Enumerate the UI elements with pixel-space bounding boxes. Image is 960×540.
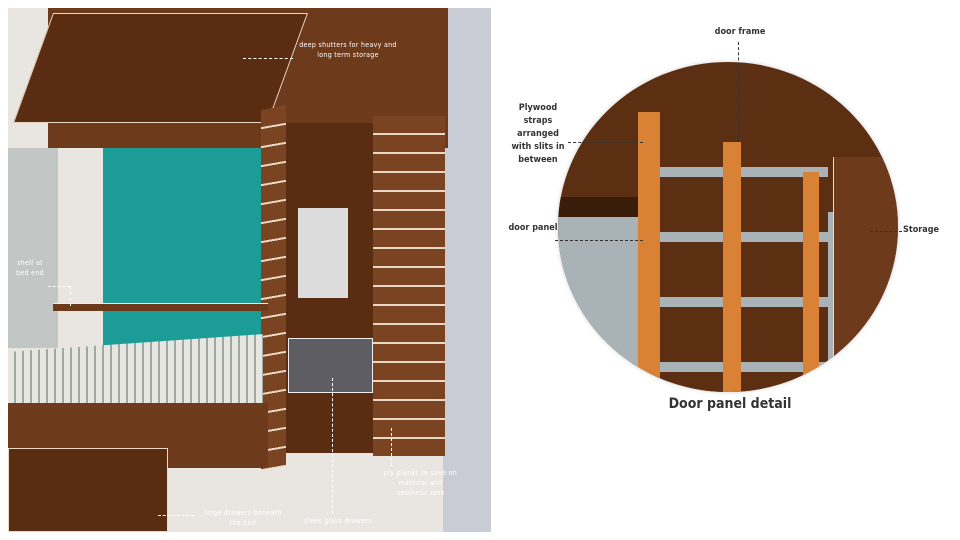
leader-line (332, 378, 333, 513)
door-frame-left (638, 112, 660, 392)
leader-line (70, 286, 71, 306)
door-frame-mid (723, 142, 741, 392)
ply-planks (373, 116, 445, 456)
bed-shelf (53, 303, 268, 311)
label-plywood: Plywood straps arranged with slits in be… (511, 103, 565, 165)
label-door-frame: door frame (714, 27, 766, 37)
label-door-panel: door panel (508, 223, 558, 233)
leader-line (568, 142, 643, 143)
door-frame-right (803, 172, 819, 392)
label-planks: ply planks to save on material and aesth… (383, 469, 458, 497)
pulled-drawer (8, 448, 168, 532)
label-glass: sleek glass drawers (304, 517, 372, 525)
wardrobe-render: deep shutters for heavy and long term st… (8, 8, 491, 532)
label-shelf: shelf at bed end (16, 259, 44, 277)
glass-drawers (288, 338, 373, 393)
detail-caption: Door panel detail (668, 396, 792, 412)
leader-line (870, 231, 902, 232)
door-detail-circle (558, 62, 898, 392)
leader-line (391, 428, 392, 466)
teal-wall (103, 143, 273, 348)
label-shutters: deep shutters for heavy and long term st… (299, 41, 397, 59)
window (8, 148, 58, 348)
leader-line (48, 286, 70, 287)
open-shutter (13, 13, 309, 123)
leader-line (243, 58, 293, 59)
storage-unit (833, 157, 898, 392)
hanging-clothes (298, 208, 348, 298)
label-storage: Storage (902, 225, 939, 235)
leader-line (555, 240, 643, 241)
side-wall (443, 8, 491, 532)
leader-line (738, 42, 739, 142)
label-drawers: large drawers beneath the bed (204, 509, 282, 527)
leader-line (158, 515, 194, 516)
shelf (558, 197, 648, 217)
